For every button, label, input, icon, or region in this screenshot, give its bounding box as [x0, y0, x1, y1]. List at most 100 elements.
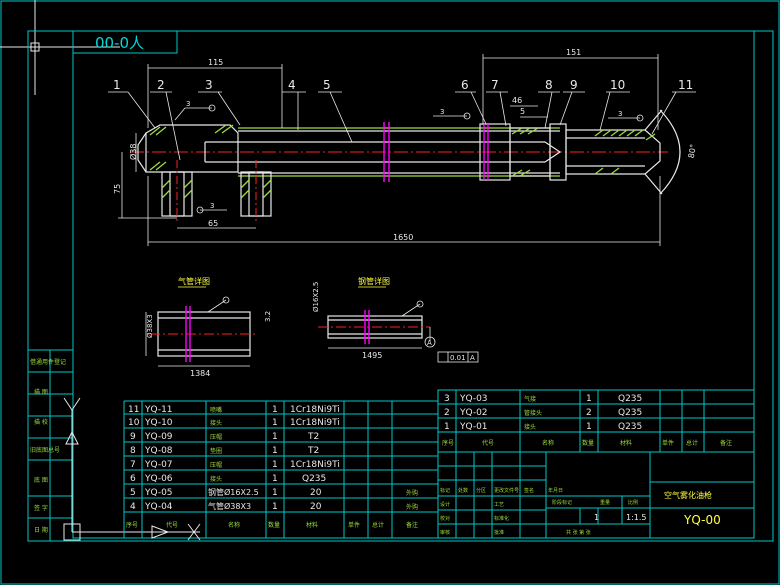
code-box-text: 00-0人 — [95, 34, 144, 52]
pr-r0-name: 气接 — [524, 395, 536, 403]
roughness-a: 3.2 — [264, 311, 272, 322]
pl-r2-code: YQ-09 — [144, 432, 173, 442]
pl-r0-qty: 1 — [272, 405, 278, 415]
plf-4: 材料 — [306, 521, 318, 529]
strip-label-6: 日 期 — [34, 526, 48, 534]
prf-4: 材料 — [620, 439, 632, 447]
plf-5: 单件 — [348, 521, 360, 529]
rev-h0: 标记 — [440, 487, 450, 494]
pl-r4-name: 压帽 — [210, 461, 222, 469]
stage-headers: 阶段标记 重量 比例 — [552, 499, 638, 506]
strip-label-4: 底 图 — [34, 476, 48, 484]
sheet-label: 共 张 第 张 — [566, 529, 591, 536]
role-5: 批准 — [494, 529, 504, 536]
pr-r1-code: YQ-02 — [459, 408, 488, 418]
dim-1495: 1495 — [362, 351, 382, 360]
pl-r7-name: 气管Ø38X3 — [208, 501, 251, 511]
strip-label-2: 描 校 — [34, 418, 48, 426]
pl-r1-name: 接头 — [210, 419, 222, 427]
rev-h5: 年月日 — [548, 487, 563, 494]
dim-151: 151 — [566, 48, 581, 57]
pl-r3-qty: 1 — [272, 446, 278, 456]
tolerance-value: 0.01 — [450, 354, 466, 362]
pl-r6-mat: 20 — [310, 488, 322, 498]
dim-46: 46 — [512, 96, 522, 105]
dim-80deg: 80° — [687, 143, 698, 159]
strip-label-3: 旧底图总号 — [30, 446, 60, 454]
parts-left-rows: 11 YQ-11 喷嘴 1 1Cr18Ni9Ti 10 YQ-10 接头 1 1… — [128, 405, 418, 512]
pl-r6-qty: 1 — [272, 488, 278, 498]
balloon-2: 2 — [157, 78, 165, 92]
weld-label-3: 3 — [440, 108, 444, 116]
prf-0: 序号 — [442, 439, 454, 447]
pl-r0-name: 喷嘴 — [210, 406, 222, 414]
rev-h1: 处数 — [458, 487, 468, 494]
role-labels: 设计 工艺 校对 标准化 审核 批准 — [440, 501, 509, 536]
prf-3: 数量 — [582, 439, 594, 447]
prf-5: 单件 — [662, 439, 674, 447]
pl-r4-qty: 1 — [272, 460, 278, 470]
drawing-code: YQ-00 — [683, 513, 721, 527]
detail-b-tube — [318, 300, 479, 363]
rev-h4: 签名 — [524, 487, 534, 494]
weld-label-4: 3 — [618, 110, 622, 118]
plf-1: 代号 — [166, 521, 178, 529]
parts-left-footer: 序号 代号 名称 数量 材料 单件 总计 备注 — [126, 521, 418, 529]
role-3: 工艺 — [494, 502, 504, 508]
balloon-leaders — [108, 91, 696, 161]
balloon-9: 9 — [570, 78, 578, 92]
crosshair-cursor — [0, 0, 120, 95]
role-4: 标准化 — [494, 515, 509, 522]
weld-label-1: 3 — [186, 100, 190, 108]
dim-38: Ø38 — [128, 144, 138, 160]
pr-r2-qty: 1 — [586, 422, 592, 432]
strip-label-5: 签 字 — [34, 504, 48, 512]
sheet-weight: 1 — [594, 513, 599, 522]
pr-r1-qty: 2 — [586, 408, 592, 418]
drawing-name: 空气雾化油枪 — [664, 490, 712, 500]
balloon-1: 1 — [113, 78, 121, 92]
pl-r7-qty: 1 — [272, 502, 278, 512]
pl-r5-no: 6 — [130, 474, 136, 484]
pr-r2-mat: Q235 — [618, 422, 642, 432]
revision-headers: 标记 处数 分区 更改文件号 签名 年月日 — [440, 487, 563, 494]
plf-7: 备注 — [406, 521, 418, 529]
pr-r0-mat: Q235 — [618, 394, 642, 404]
dim-1650: 1650 — [393, 233, 413, 242]
balloon-numbers: 1 2 3 4 5 6 7 8 9 10 11 — [113, 78, 693, 92]
stage-h2: 比例 — [628, 499, 638, 506]
strip-label-1: 描 图 — [34, 388, 48, 396]
balloon-4: 4 — [288, 78, 296, 92]
pl-r5-name: 接头 — [210, 475, 222, 483]
detail-b-title: 钢管详图 — [358, 276, 390, 286]
weld-symbols — [174, 104, 644, 214]
pl-r1-code: YQ-10 — [144, 418, 173, 428]
pr-r2-no: 1 — [444, 422, 450, 432]
prf-7: 备注 — [720, 439, 732, 447]
pl-r3-name: 垫圈 — [210, 447, 222, 455]
dim-75: 75 — [113, 184, 122, 194]
role-1: 校对 — [440, 515, 450, 522]
pl-r6-code: YQ-05 — [144, 488, 173, 498]
left-strip — [28, 349, 73, 541]
pl-r1-no: 10 — [128, 418, 140, 428]
balloon-8: 8 — [545, 78, 553, 92]
plf-0: 序号 — [126, 521, 138, 529]
pr-r0-qty: 1 — [586, 394, 592, 404]
role-2: 审核 — [440, 529, 450, 536]
pl-r0-no: 11 — [128, 405, 139, 415]
role-0: 设计 — [440, 501, 450, 508]
dim-65: 65 — [208, 219, 218, 228]
plf-2: 名称 — [228, 521, 240, 529]
pl-r3-mat: T2 — [307, 446, 319, 456]
pl-r5-code: YQ-06 — [144, 474, 173, 484]
pr-r0-no: 3 — [444, 394, 450, 404]
pl-r6-name: 钢管Ø16X2.5 — [208, 487, 259, 497]
dim-tube-dia: Ø38X3 — [146, 314, 154, 338]
stage-h1: 重量 — [600, 499, 610, 506]
pl-r2-name: 压帽 — [210, 433, 222, 441]
pr-r2-name: 接头 — [524, 423, 536, 431]
balloon-5: 5 — [323, 78, 331, 92]
